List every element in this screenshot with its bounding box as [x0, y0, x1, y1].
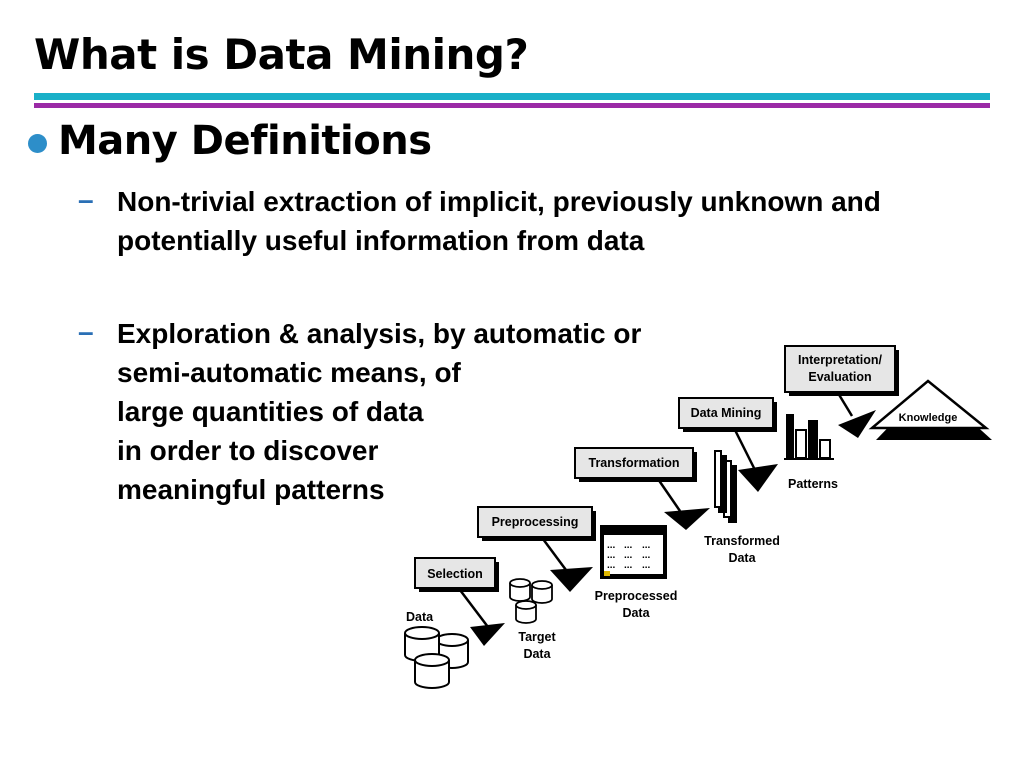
- data-label: Data: [406, 610, 434, 624]
- database-icon: [509, 578, 553, 624]
- table-dots: ...: [642, 540, 651, 551]
- table-dots: ...: [642, 550, 651, 561]
- arrow-icon: [656, 478, 710, 530]
- transformed-data-label: Data: [728, 551, 756, 565]
- table-dots: ...: [624, 560, 633, 571]
- definition-1: Non-trivial extraction of implicit, prev…: [117, 186, 881, 256]
- table-dots: ...: [642, 560, 651, 571]
- definition-2-line: in order to discover: [117, 435, 379, 466]
- target-data-label: Target: [518, 630, 556, 644]
- title-rule-gap: [34, 100, 990, 103]
- arrow-icon: [836, 392, 876, 438]
- database-icon: [404, 626, 469, 689]
- preprocessed-data-label: Data: [622, 606, 650, 620]
- bar-chart-icon: [784, 414, 834, 460]
- definition-2-line: meaningful patterns: [117, 474, 385, 505]
- definition-2: Exploration & analysis, by automatic or …: [117, 314, 797, 509]
- table-dots: ...: [607, 550, 616, 561]
- knowledge-label: Knowledge: [899, 412, 958, 424]
- step-interpretation-evaluation: Interpretation/ Evaluation: [784, 345, 899, 396]
- step-preprocessing: Preprocessing: [477, 506, 596, 541]
- definition-2-line: large quantities of data: [117, 396, 424, 427]
- table-icon: ... ... ... ... ... ... ... ... ...: [600, 525, 667, 579]
- table-dots: ...: [624, 550, 633, 561]
- slide-title: What is Data Mining?: [34, 30, 529, 79]
- bullet-many-definitions: Many Definitions: [58, 118, 432, 164]
- definition-2-line: Exploration & analysis, by automatic or: [117, 318, 642, 349]
- target-data-label: Data: [523, 647, 551, 661]
- knowledge-triangle-icon: Knowledge: [868, 379, 992, 440]
- step-label: Preprocessing: [492, 515, 579, 529]
- table-dots: ...: [607, 560, 616, 571]
- table-dots: ...: [624, 540, 633, 551]
- dash-bullet-1: –: [78, 184, 94, 215]
- step-label: Selection: [427, 567, 483, 581]
- step-label: Data Mining: [691, 406, 762, 420]
- step-label: Evaluation: [808, 370, 871, 384]
- dash-bullet-2: –: [78, 316, 94, 347]
- step-transformation: Transformation: [574, 447, 697, 482]
- table-dots: ...: [607, 540, 616, 551]
- arrow-icon: [459, 589, 505, 646]
- transformed-data-label: Transformed: [704, 534, 780, 548]
- preprocessed-data-label: Preprocessed: [595, 589, 678, 603]
- arrow-icon: [733, 429, 778, 492]
- step-data-mining: Data Mining: [678, 397, 777, 432]
- step-label: Interpretation/: [798, 353, 883, 367]
- patterns-label: Patterns: [788, 477, 838, 491]
- definition-2-line: semi-automatic means, of: [117, 357, 461, 388]
- bullet-dot-icon: [28, 134, 47, 153]
- stacked-pages-icon: [714, 450, 737, 523]
- step-selection: Selection: [414, 557, 499, 592]
- step-label: Transformation: [589, 456, 680, 470]
- title-rule-teal: [34, 93, 990, 100]
- title-rule-purple: [34, 103, 990, 108]
- arrow-icon: [541, 538, 593, 592]
